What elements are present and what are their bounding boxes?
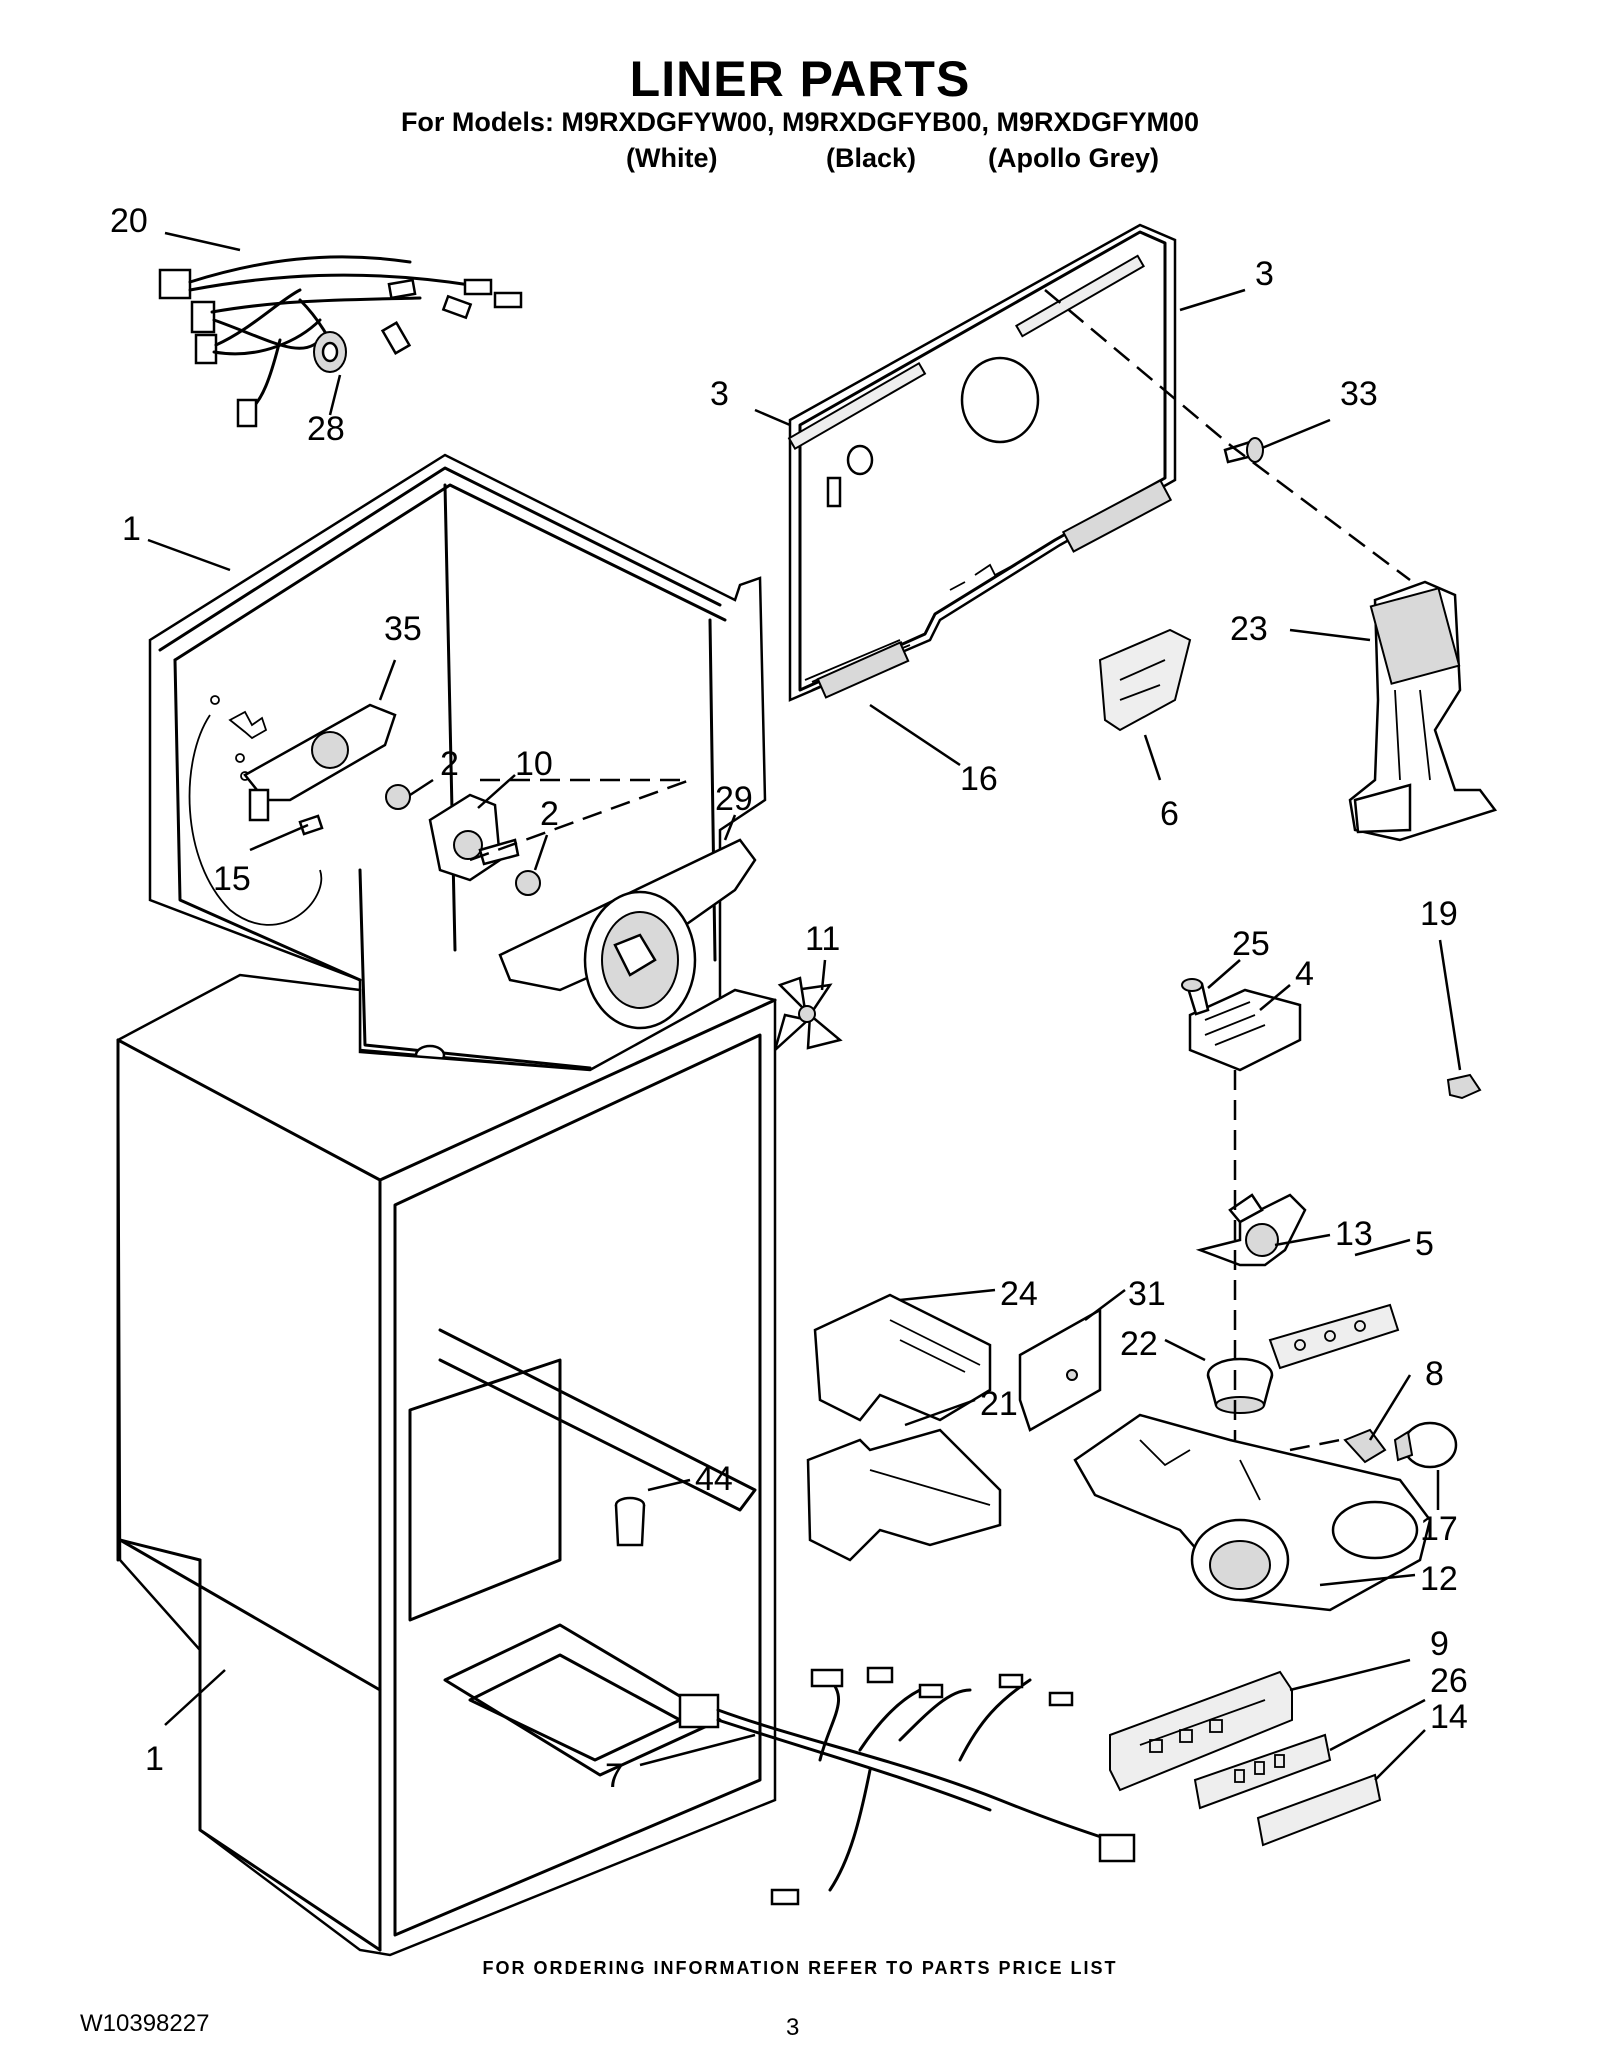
part-31-plate xyxy=(1018,1307,1102,1432)
leader-lines xyxy=(147,231,1462,1781)
callout-20: 20 xyxy=(110,202,148,240)
callout-11: 11 xyxy=(805,920,840,958)
color-black: (Black) xyxy=(826,143,917,173)
callout-labels: 20 28 3 3 33 1 35 2 10 2 29 15 16 6 23 1… xyxy=(110,202,1468,1795)
callout-21: 21 xyxy=(980,1385,1018,1423)
callout-23: 23 xyxy=(1230,610,1268,648)
part-26-overlay xyxy=(1193,1733,1332,1810)
part-4-control-board xyxy=(1181,978,1302,1072)
callout-6: 6 xyxy=(1160,795,1179,833)
part-17-bulb xyxy=(1393,1421,1458,1469)
callout-16: 16 xyxy=(960,760,998,798)
callout-3-left: 3 xyxy=(710,375,729,413)
callout-4: 4 xyxy=(1295,955,1314,993)
callout-33: 33 xyxy=(1340,375,1378,413)
part-24-crisper-cover xyxy=(813,1293,992,1422)
models-line: For Models: M9RXDGFYW00, M9RXDGFYB00, M9… xyxy=(400,107,1200,137)
page-title: LINER PARTS xyxy=(629,51,971,107)
part-7-wire-harness xyxy=(678,1666,1136,1906)
callout-25: 25 xyxy=(1232,925,1270,963)
part-22-cup xyxy=(1206,1357,1274,1414)
callout-22: 22 xyxy=(1120,1325,1158,1363)
callout-35: 35 xyxy=(384,610,422,648)
dash-line-8-12 xyxy=(1289,1438,1341,1452)
part-12-housing xyxy=(1073,1413,1432,1612)
part-19-clip xyxy=(1446,1073,1482,1100)
part-16-back-panel xyxy=(787,223,1177,702)
callout-7: 7 xyxy=(605,1757,624,1795)
callout-5: 5 xyxy=(1415,1225,1434,1263)
callout-28: 28 xyxy=(307,410,345,448)
callout-26: 26 xyxy=(1430,1662,1468,1700)
part-33-screw xyxy=(1223,437,1264,464)
part-21-crisper-tray xyxy=(806,1428,1002,1562)
callout-14: 14 xyxy=(1430,1698,1468,1736)
callout-10: 10 xyxy=(515,745,553,783)
part-29-fan-housing xyxy=(469,778,757,1030)
callout-1-lower: 1 xyxy=(145,1740,164,1778)
part-6-bracket xyxy=(1098,628,1192,732)
callout-19: 19 xyxy=(1420,895,1458,933)
part-5-panel xyxy=(1268,1303,1400,1370)
callout-44: 44 xyxy=(695,1460,733,1498)
part-35-bracket xyxy=(243,703,397,836)
callout-17: 17 xyxy=(1420,1510,1458,1548)
part-23-air-duct xyxy=(1348,580,1498,842)
color-apollo-grey: (Apollo Grey) xyxy=(988,143,1160,173)
callout-2-lower: 2 xyxy=(540,795,559,833)
callout-13: 13 xyxy=(1335,1215,1373,1253)
part-1-fresh-food-liner xyxy=(116,973,777,1957)
part-20-wire-harness xyxy=(158,255,523,428)
callout-2-upper: 2 xyxy=(440,745,459,783)
callout-29: 29 xyxy=(715,780,753,818)
callout-1-upper: 1 xyxy=(122,510,141,548)
callout-8: 8 xyxy=(1425,1355,1444,1393)
part-13-light-socket xyxy=(1195,1193,1307,1267)
part-14-lens xyxy=(1256,1773,1382,1847)
callout-3-right: 3 xyxy=(1255,255,1274,293)
callout-24: 24 xyxy=(1000,1275,1038,1313)
page-number: 3 xyxy=(786,2014,800,2041)
callout-12: 12 xyxy=(1420,1560,1458,1598)
part-11-fan-blade xyxy=(772,976,843,1054)
callout-15: 15 xyxy=(213,860,251,898)
part-8-socket xyxy=(1343,1428,1387,1464)
part-9-control-panel xyxy=(1109,1670,1293,1792)
callout-9: 9 xyxy=(1430,1625,1449,1663)
color-white: (White) xyxy=(626,143,718,173)
document-number: W10398227 xyxy=(80,2010,210,2037)
ordering-note: FOR ORDERING INFORMATION REFER TO PARTS … xyxy=(482,1958,1118,1978)
callout-31: 31 xyxy=(1128,1275,1166,1313)
dash-line-33-23 xyxy=(1044,289,1411,581)
